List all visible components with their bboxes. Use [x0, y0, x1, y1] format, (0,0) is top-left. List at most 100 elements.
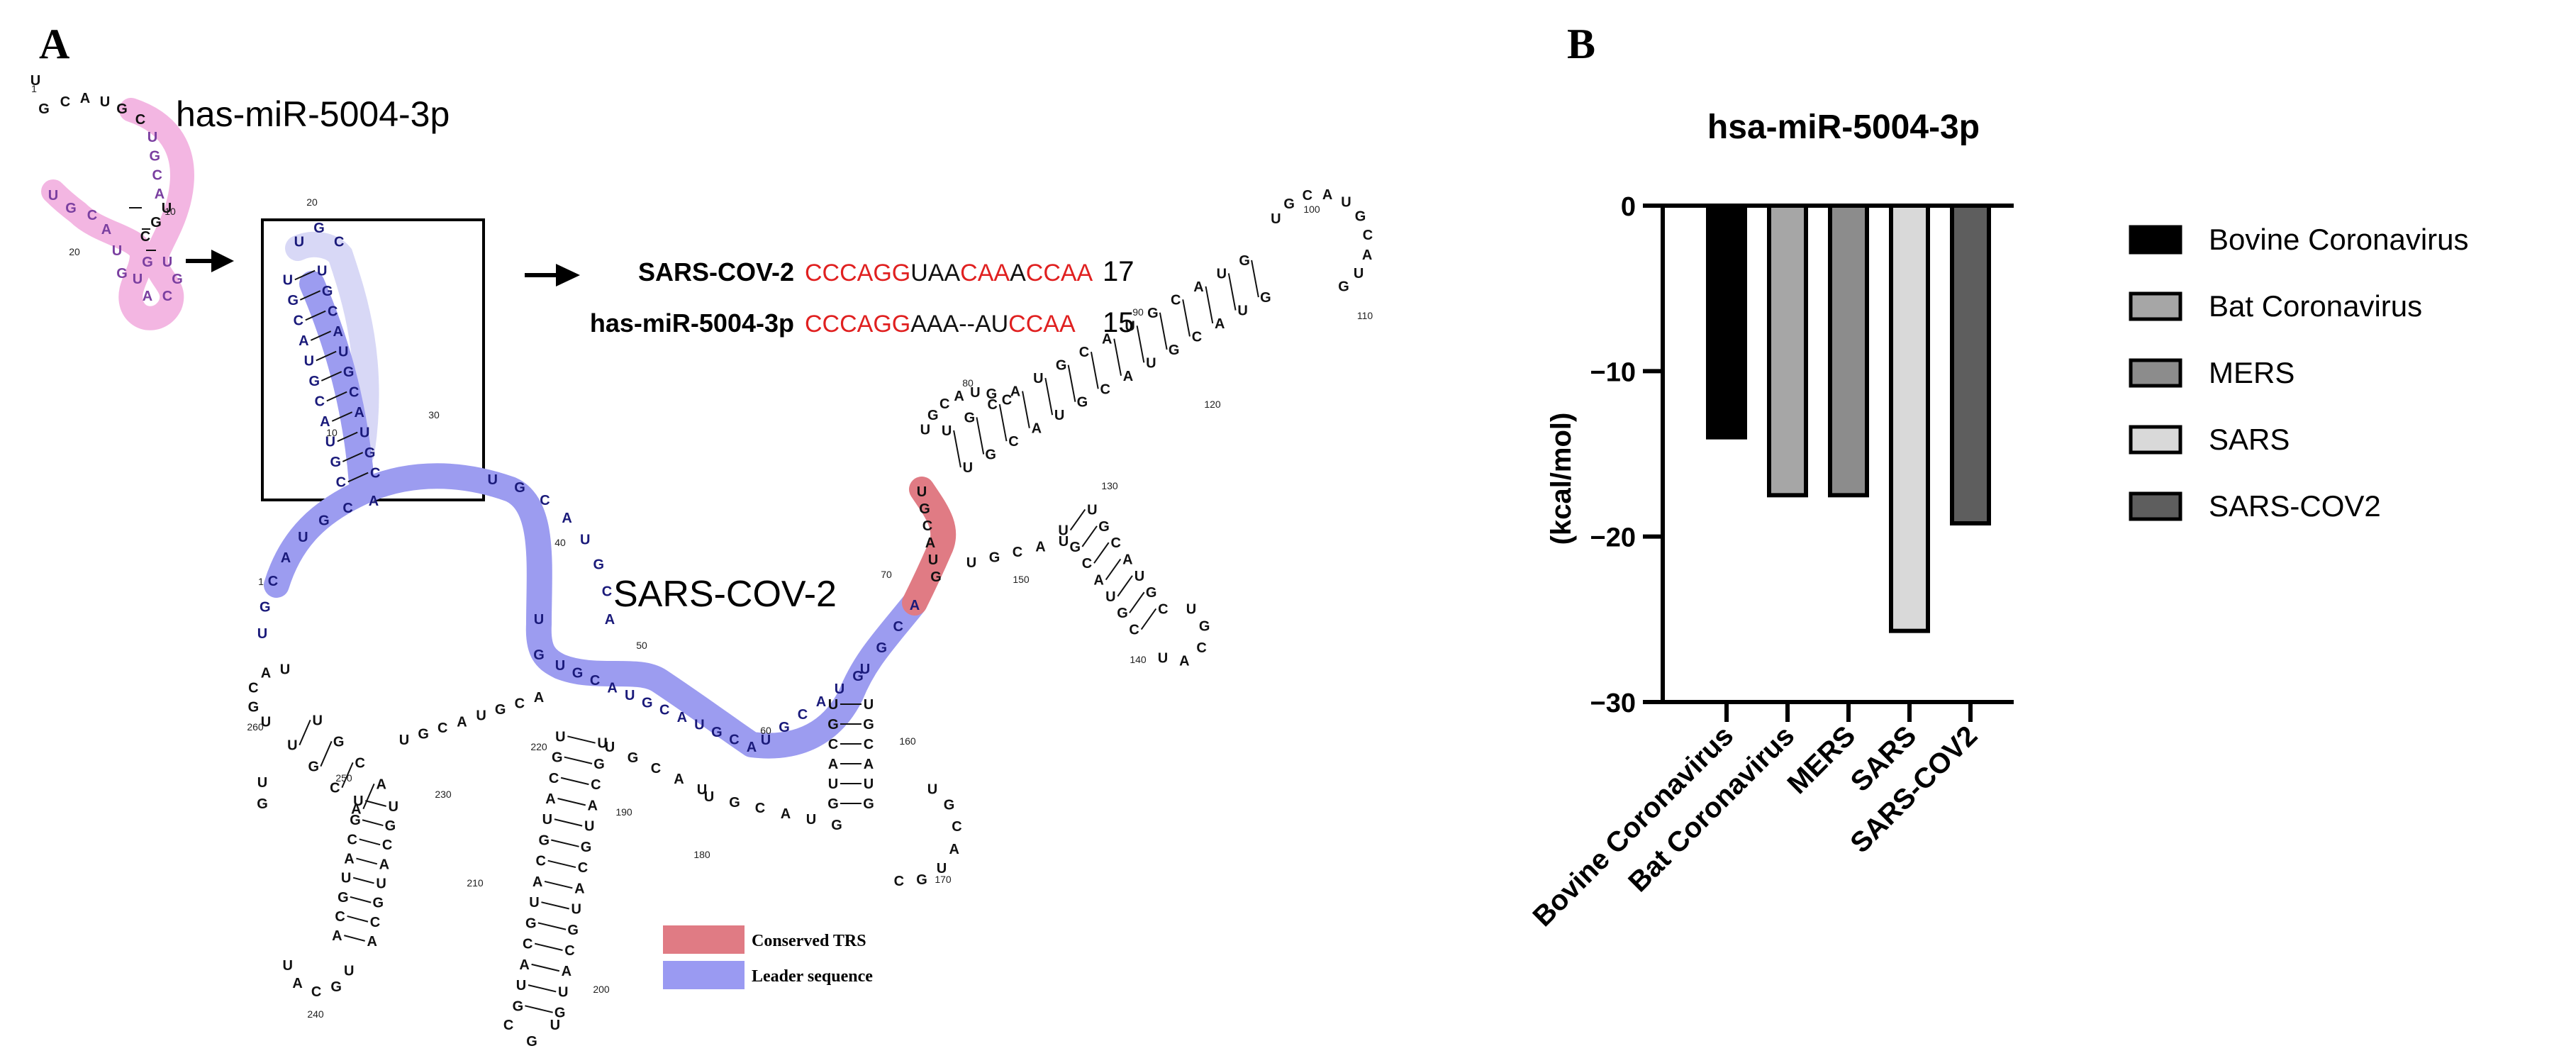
mirna-highlight — [41, 98, 194, 330]
sequence-segment: CAA — [960, 260, 1010, 286]
nucleotide: G — [322, 284, 333, 299]
nucleotide: U — [828, 697, 838, 713]
base-pair-bond — [1136, 325, 1145, 363]
nucleotide: U — [1134, 569, 1144, 584]
y-tick-label: −20 — [1590, 523, 1636, 553]
nucleotide: G — [1098, 519, 1110, 535]
nucleotide: G — [964, 410, 976, 425]
nucleotide: A — [562, 511, 571, 526]
nucleotide: C — [729, 733, 739, 748]
base-pair-bond — [560, 777, 589, 786]
nucleotide: G — [1056, 358, 1067, 374]
base-pair-bond — [1090, 351, 1099, 389]
base-pair-bond — [525, 1005, 553, 1013]
nucleotide: U — [341, 871, 351, 886]
nucleotide: U — [298, 530, 308, 545]
nucleotide: G — [567, 923, 579, 938]
nucleotide: C — [248, 680, 258, 696]
leader-sequence-highlight — [264, 231, 927, 759]
nucleotide: C — [939, 396, 949, 412]
nucleotide: U — [162, 201, 172, 216]
nucleotide: G — [364, 445, 376, 461]
alignment-row1-sequence: CCCAGGUAACAAACCAA — [805, 260, 1093, 286]
base-pair-bond — [305, 310, 326, 321]
nucleotide: A — [1322, 187, 1332, 203]
base-pair-bond — [1067, 364, 1076, 402]
base-pair-bond — [347, 472, 369, 483]
position-number: 90 — [1132, 306, 1144, 318]
nucleotide: G — [513, 998, 524, 1014]
nucleotide: G — [288, 293, 299, 308]
nucleotide: G — [919, 501, 930, 517]
nucleotide: C — [335, 909, 345, 925]
sequence-segment: CCCAGG — [805, 260, 910, 286]
nucleotide: C — [315, 394, 325, 409]
base-pair-bond — [365, 800, 386, 807]
y-axis-label: (kcal/mol) — [1546, 413, 1577, 545]
nucleotide: U — [257, 775, 267, 791]
nucleotide: C — [564, 943, 574, 959]
nucleotide: G — [1239, 253, 1250, 269]
mirna-label: has-miR-5004-3p — [176, 94, 450, 134]
alignment-row1-name: SARS-COV-2 — [638, 257, 794, 286]
alignment-row2-sequence: CCCAGGAAA--AUCCAA — [805, 311, 1076, 338]
nucleotide: U — [555, 658, 565, 674]
nucleotide: C — [60, 94, 70, 110]
position-number: 70 — [881, 569, 892, 580]
nucleotide: C — [503, 1018, 513, 1033]
nucleotide: C — [437, 720, 447, 736]
base-pair-bond — [544, 880, 573, 889]
bar-mers — [1828, 204, 1869, 498]
nucleotide: A — [379, 857, 389, 872]
nucleotide: G — [593, 757, 605, 772]
sequence-alignment: SARS-COV-2 CCCAGGUAACAAACCAA 17 has-miR-… — [590, 256, 1134, 338]
base-pair-bond — [1159, 312, 1168, 350]
sequence-segment: CCAA — [1008, 311, 1076, 338]
base-pair-bond — [976, 417, 985, 455]
bar-bat-coronavirus — [1767, 204, 1808, 498]
nucleotide: G — [150, 149, 161, 165]
nucleotide: C — [152, 167, 162, 183]
nucleotide: G — [260, 599, 271, 615]
nucleotide: A — [588, 798, 598, 813]
nucleotide: C — [1158, 601, 1168, 617]
chart-title: hsa-miR-5004-3p — [1707, 108, 1980, 146]
nucleotide: U — [806, 812, 816, 828]
nucleotide: C — [523, 937, 533, 952]
nucleotide: G — [1283, 196, 1295, 212]
nucleotide: U — [162, 255, 172, 270]
nucleotide: C — [864, 737, 874, 752]
nucleotide: A — [605, 612, 615, 628]
position-number: 10 — [326, 427, 338, 438]
nucleotide: U — [966, 555, 976, 571]
base-pair-bond — [326, 391, 347, 402]
nucleotide: G — [172, 272, 183, 287]
nucleotide: U — [1058, 523, 1068, 539]
nucleotide: C — [347, 832, 357, 847]
nucleotide: U — [828, 777, 838, 792]
nucleotide: G — [338, 890, 349, 906]
nucleotide: U — [928, 552, 938, 568]
nucleotide: G — [257, 796, 268, 812]
base-pair-bond — [310, 330, 332, 341]
base-pair-bond — [1081, 525, 1098, 547]
nucleotide: A — [369, 494, 379, 509]
nucleotide: A — [816, 694, 826, 710]
nucleotide: U — [476, 708, 486, 724]
nucleotide: C — [1192, 329, 1202, 345]
y-tick-label: −30 — [1590, 689, 1636, 718]
nucleotide: C — [798, 707, 808, 723]
position-number: 150 — [1013, 574, 1030, 585]
nucleotide: C — [370, 466, 380, 482]
position-number: 30 — [428, 409, 440, 421]
nucleotide: C — [590, 673, 600, 689]
nucleotide: A — [367, 934, 377, 950]
nucleotide: C — [140, 229, 150, 245]
nucleotide: G — [313, 221, 325, 236]
nucleotide: G — [930, 569, 942, 585]
nucleotide: U — [338, 345, 348, 360]
nucleotide: A — [457, 714, 467, 730]
